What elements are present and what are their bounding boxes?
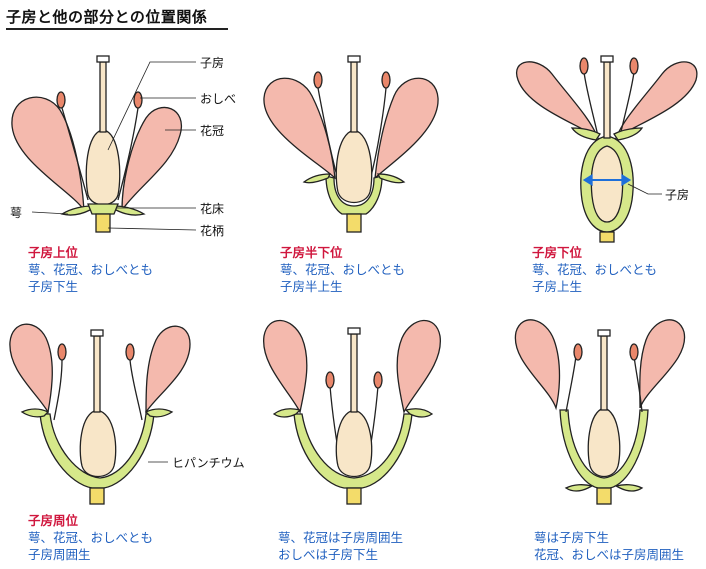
page-title: 子房と他の部分との位置関係 bbox=[6, 8, 208, 26]
caption-line: 萼、花冠、おしべとも bbox=[28, 530, 154, 545]
flower-perigynous-2 bbox=[263, 319, 441, 505]
caption-line: 萼は子房下生 bbox=[534, 530, 610, 545]
caption-perigynous: 子房周位 萼、花冠、おしべとも 子房周囲生 bbox=[28, 512, 153, 563]
caption-perigynous-3: 萼は子房下生 花冠、おしべは子房周囲生 bbox=[534, 529, 684, 563]
label-hypanthium: ヒパンチウム bbox=[172, 456, 245, 470]
caption-half-inferior: 子房半下位 萼、花冠、おしべとも 子房半上生 bbox=[280, 244, 405, 295]
flower-superior bbox=[11, 55, 197, 233]
label-stamen: おしべ bbox=[200, 92, 237, 106]
caption-superior: 子房上位 萼、花冠、おしべとも 子房下生 bbox=[28, 244, 153, 295]
title-underline bbox=[6, 28, 228, 30]
caption-line: 萼、花冠、おしべとも bbox=[532, 262, 658, 277]
caption-title: 子房上位 bbox=[28, 245, 79, 260]
label-receptacle: 花床 bbox=[200, 202, 225, 216]
caption-line: 花冠、おしべは子房周囲生 bbox=[534, 547, 685, 562]
caption-inferior: 子房下位 萼、花冠、おしべとも 子房上生 bbox=[532, 244, 657, 295]
label-ovary-inferior: 子房 bbox=[665, 188, 690, 202]
caption-title: 子房半下位 bbox=[280, 245, 343, 260]
caption-line: 子房周囲生 bbox=[28, 547, 91, 562]
flower-inferior bbox=[515, 55, 698, 243]
caption-perigynous-2: 萼、花冠は子房周囲生 おしべは子房下生 bbox=[278, 529, 403, 563]
petal-right bbox=[121, 106, 183, 213]
caption-title: 子房下位 bbox=[532, 245, 583, 260]
caption-line: 子房上生 bbox=[532, 279, 583, 294]
flower-perigynous bbox=[9, 323, 191, 505]
label-calyx: 萼 bbox=[10, 206, 23, 220]
caption-title: 子房周位 bbox=[28, 513, 79, 528]
label-pedicel: 花柄 bbox=[200, 224, 225, 238]
caption-line: おしべは子房下生 bbox=[278, 547, 379, 562]
petal-left bbox=[11, 96, 85, 213]
caption-line: 萼、花冠は子房周囲生 bbox=[278, 530, 404, 545]
flower-perigynous-3 bbox=[514, 319, 686, 505]
flower-half-inferior bbox=[263, 55, 439, 233]
caption-line: 子房下生 bbox=[28, 279, 79, 294]
label-ovary: 子房 bbox=[200, 56, 225, 70]
caption-line: 子房半上生 bbox=[280, 279, 343, 294]
ovary bbox=[85, 129, 121, 206]
caption-line: 萼、花冠、おしべとも bbox=[280, 262, 406, 277]
label-corolla: 花冠 bbox=[200, 124, 225, 138]
caption-line: 萼、花冠、おしべとも bbox=[28, 262, 154, 277]
